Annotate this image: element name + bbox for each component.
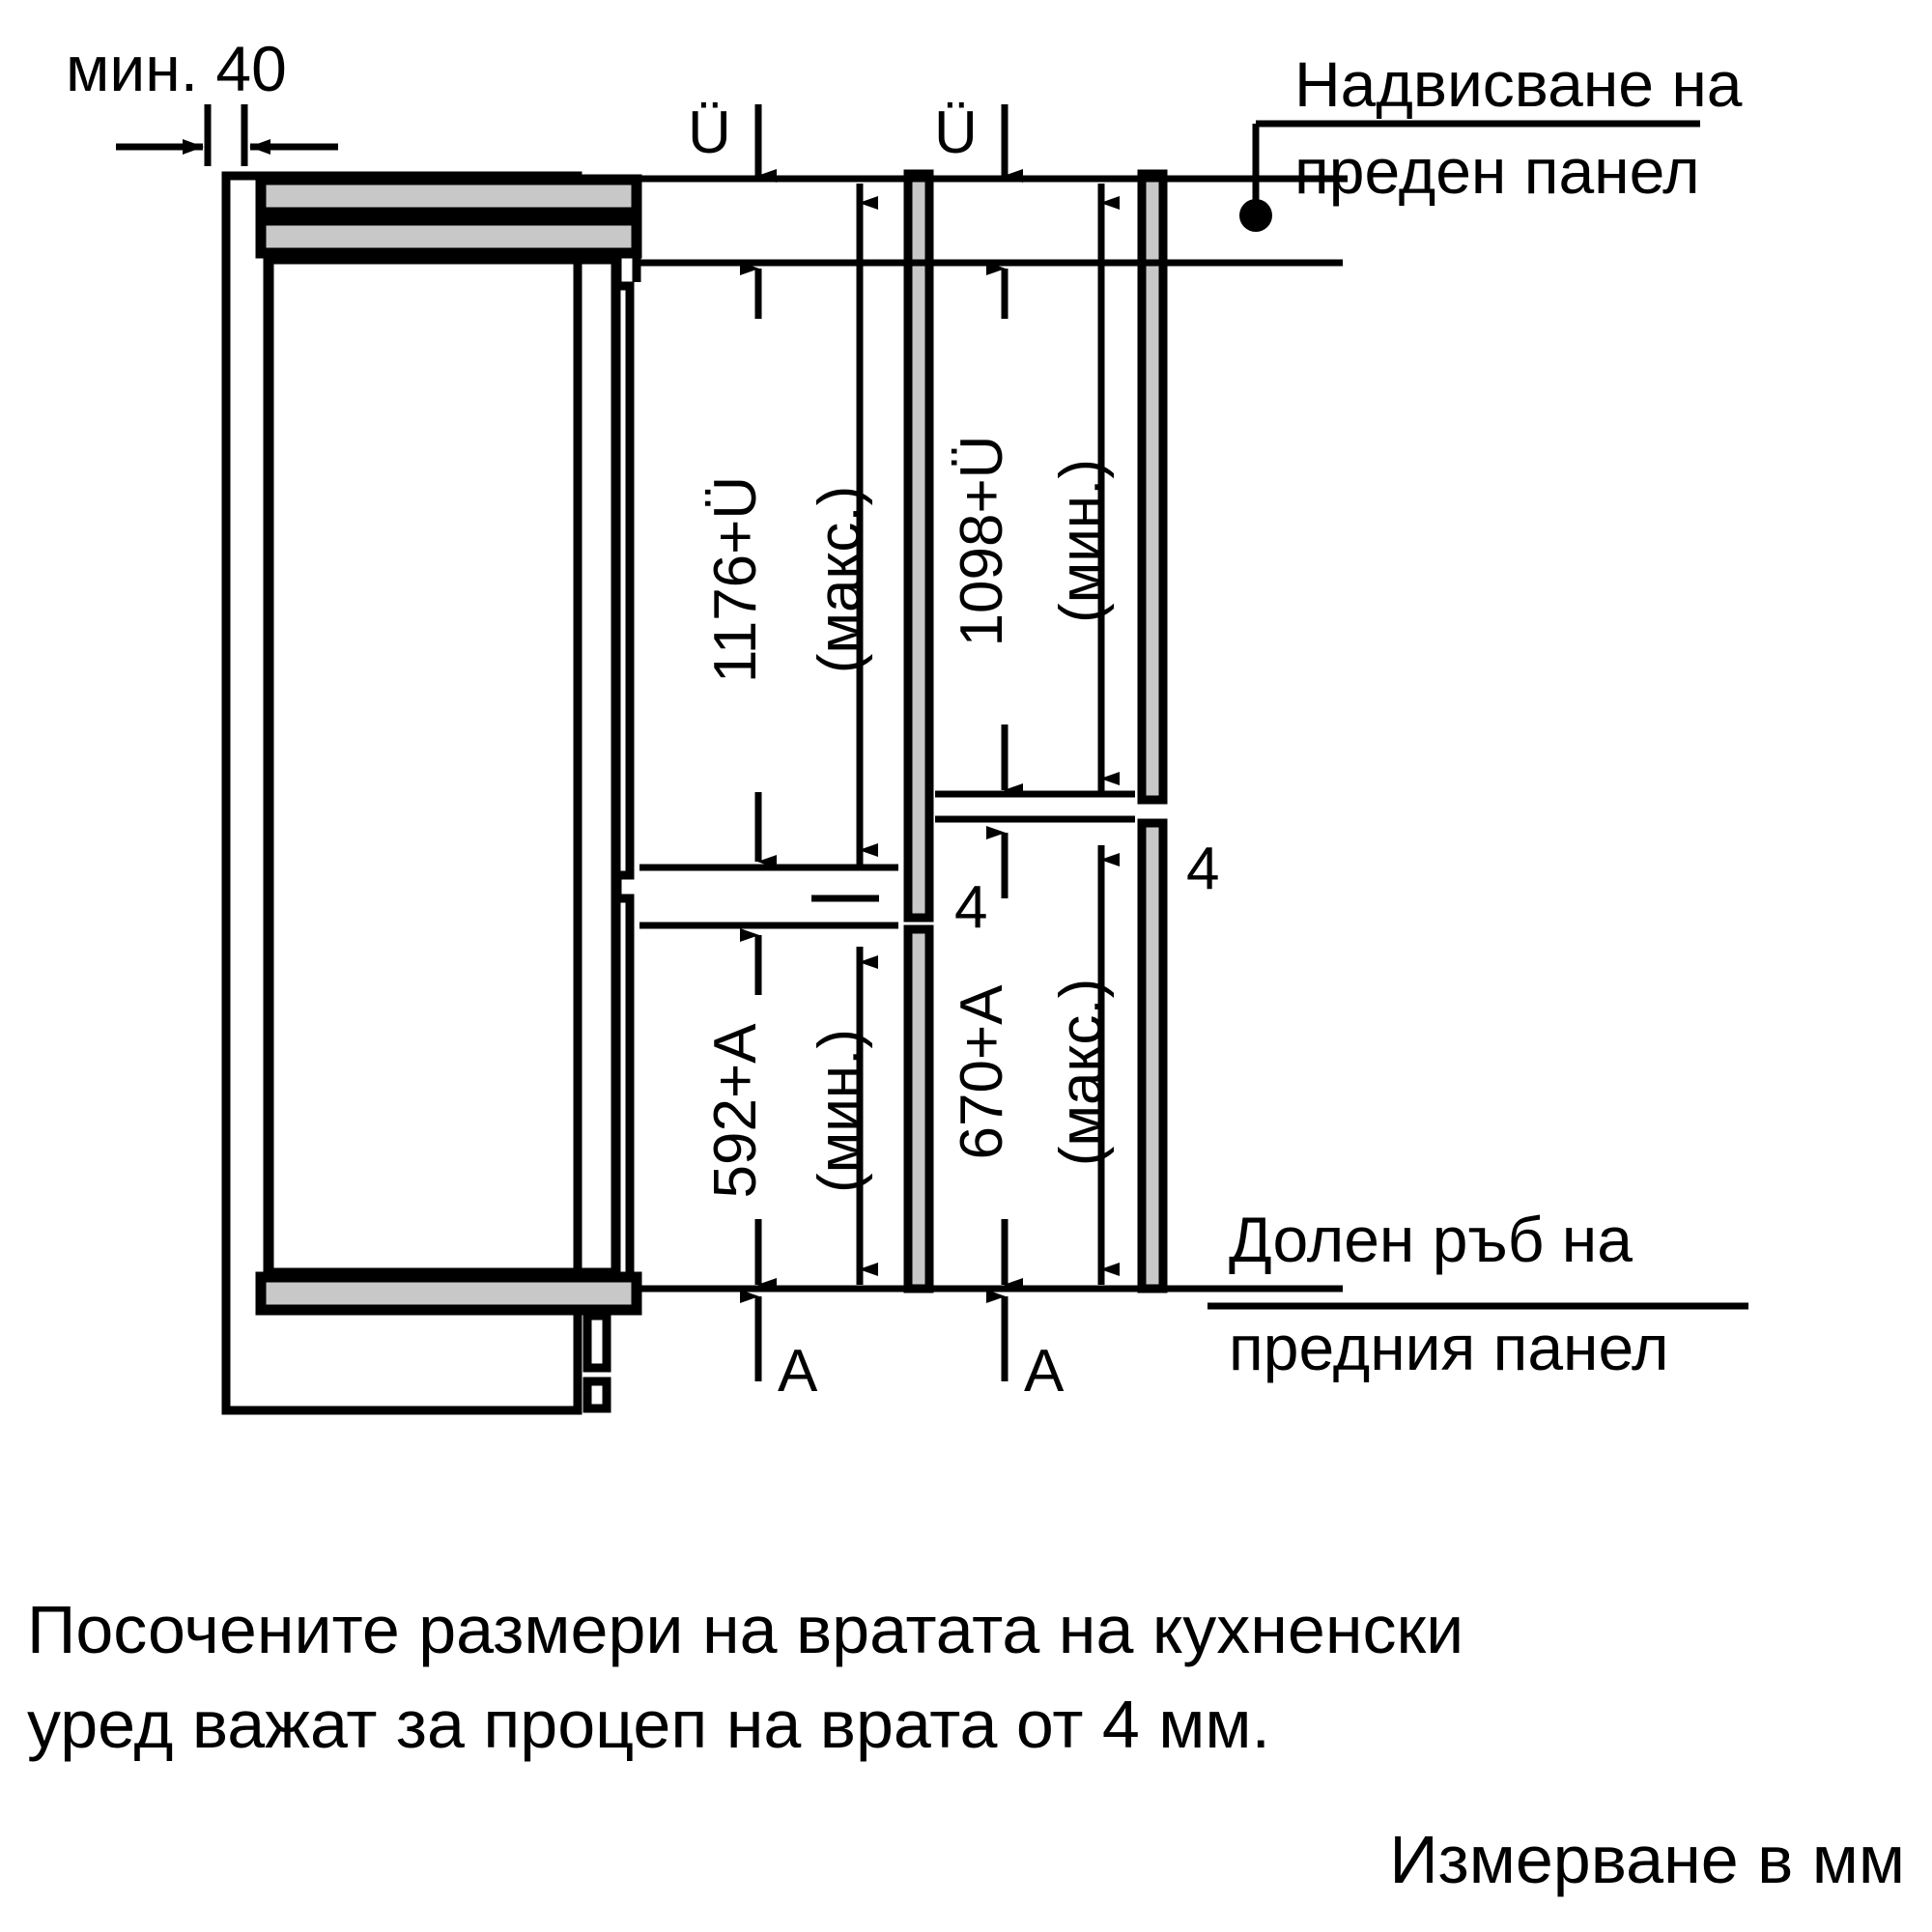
a-dimension-arrows-group [740,1290,1009,1381]
min-gap-dimension-group [116,104,338,166]
dim-1098-group [986,184,1120,797]
dim-label-u-right: Ü [934,99,978,166]
dim-592-group [740,928,878,1292]
min-gap-label: мин. 40 [66,33,287,104]
appliance-door-gasket-upper [611,281,635,880]
dim-label-592: 592+A [702,1023,769,1199]
appliance-outer-body [221,171,582,1415]
bottom-edge-label-line1: Долен ръб на [1229,1204,1633,1275]
appliance-outline-group [221,171,642,1415]
dim-qualifier-1176: (макс.) [807,486,873,673]
bottom-edge-label-line2: предния панел [1229,1312,1669,1383]
units-note: Измерване в мм [1389,1822,1905,1897]
dim-qualifier-592: (мин.) [807,1029,873,1193]
appliance-top-panel-1 [255,174,642,218]
dim-label-a-right: A [1024,1338,1065,1405]
appliance-inner-liner [263,253,622,1279]
footnote-line1: Посочените размери на вратата на кухненс… [27,1592,1464,1667]
dim-label-1098: 1098+Ü [949,436,1015,647]
front-panel-left-lower [903,924,934,1293]
overhang-label-line1: Надвисване на [1294,48,1743,120]
appliance-top-panel-2 [255,214,642,259]
front-panel-left-upper [903,169,934,923]
dim-label-u-left: Ü [688,99,731,166]
dim-label-gap-left: 4 [954,874,987,941]
dim-label-a-left: A [778,1338,818,1405]
dim-label-gap-right: 4 [1186,836,1219,902]
overhang-label-line2: преден панел [1294,135,1700,207]
appliance-door-gasket-lower [611,894,635,1290]
front-panel-right-upper [1137,169,1168,805]
dim-label-1176: 1176+Ü [702,476,769,683]
appliance-foot-bracket-upper [582,1311,611,1373]
dim-qualifier-1098: (мин.) [1048,459,1115,623]
dim-670-group [986,826,1120,1292]
footnote-line2: уред важат за процеп на врата от 4 мм. [27,1687,1270,1762]
dim-qualifier-670: (макс.) [1048,979,1115,1166]
front-panel-slabs-group [903,169,1168,1293]
dim-1176-group [740,184,879,902]
dim-label-670: 670+A [949,984,1015,1160]
u-dimension-arrows-group [754,104,1023,183]
appliance-bottom-plinth [255,1271,642,1316]
front-panel-right-lower [1137,818,1168,1293]
appliance-foot-bracket-lower [582,1377,611,1413]
overhang-leader-group [1239,120,1700,232]
overhang-leader-dot [1239,199,1272,232]
